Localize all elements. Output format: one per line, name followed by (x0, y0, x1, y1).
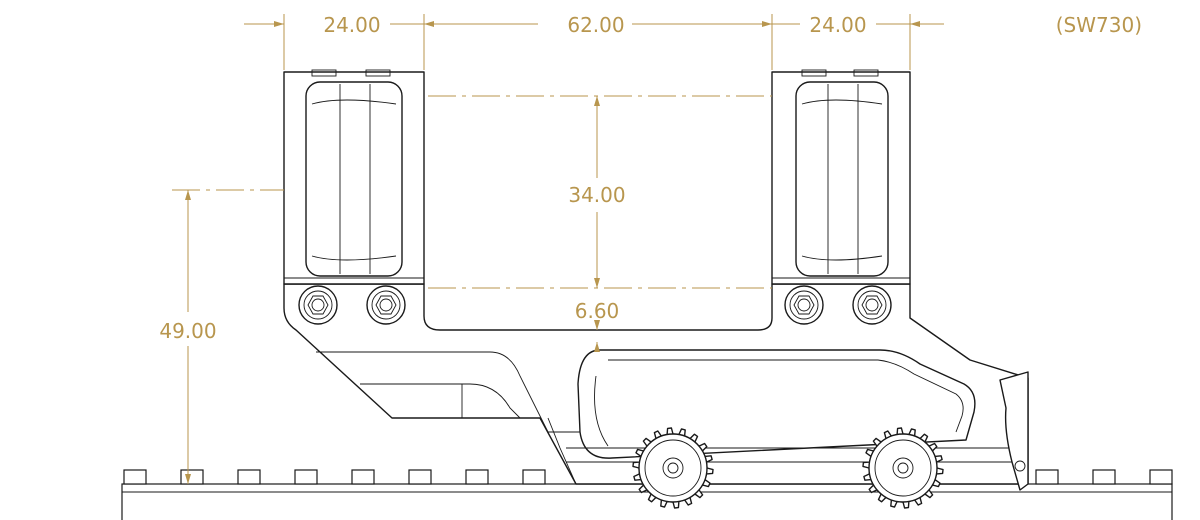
rail-tooth (465, 469, 489, 485)
screw-3 (784, 285, 824, 325)
rail-tooth (351, 469, 375, 485)
screw-4 (852, 285, 892, 325)
rail-tooth (522, 469, 546, 485)
clamp-knob-right (862, 427, 944, 509)
rail-teeth (123, 469, 1173, 485)
rail-tooth (1035, 469, 1059, 485)
rail-tooth (294, 469, 318, 485)
dim-ring-base-thickness: 6.60 (575, 299, 620, 323)
model-label: (SW730) (1056, 13, 1142, 37)
screw-1 (298, 285, 338, 325)
dim-center-height: 49.00 (159, 319, 216, 343)
rail-tooth (1092, 469, 1116, 485)
rail-tooth (1149, 469, 1173, 485)
rail-tooth (237, 469, 261, 485)
rail-tooth (180, 469, 204, 485)
ring-screws (298, 285, 892, 325)
rail-tooth (408, 469, 432, 485)
rail-tooth (123, 469, 147, 485)
clamp-knob-left (632, 427, 714, 509)
mount-body (283, 69, 1029, 491)
dim-ring-spacing: 62.00 (567, 13, 624, 37)
clamp-knobs (632, 427, 944, 509)
dim-ring-width-right: 24.00 (809, 13, 866, 37)
dimensions: 24.00 62.00 24.00 (SW730) 34.00 6.60 49.… (159, 13, 1142, 484)
dim-ring-width-left: 24.00 (323, 13, 380, 37)
dim-ring-inner-diameter: 34.00 (568, 183, 625, 207)
screw-2 (366, 285, 406, 325)
